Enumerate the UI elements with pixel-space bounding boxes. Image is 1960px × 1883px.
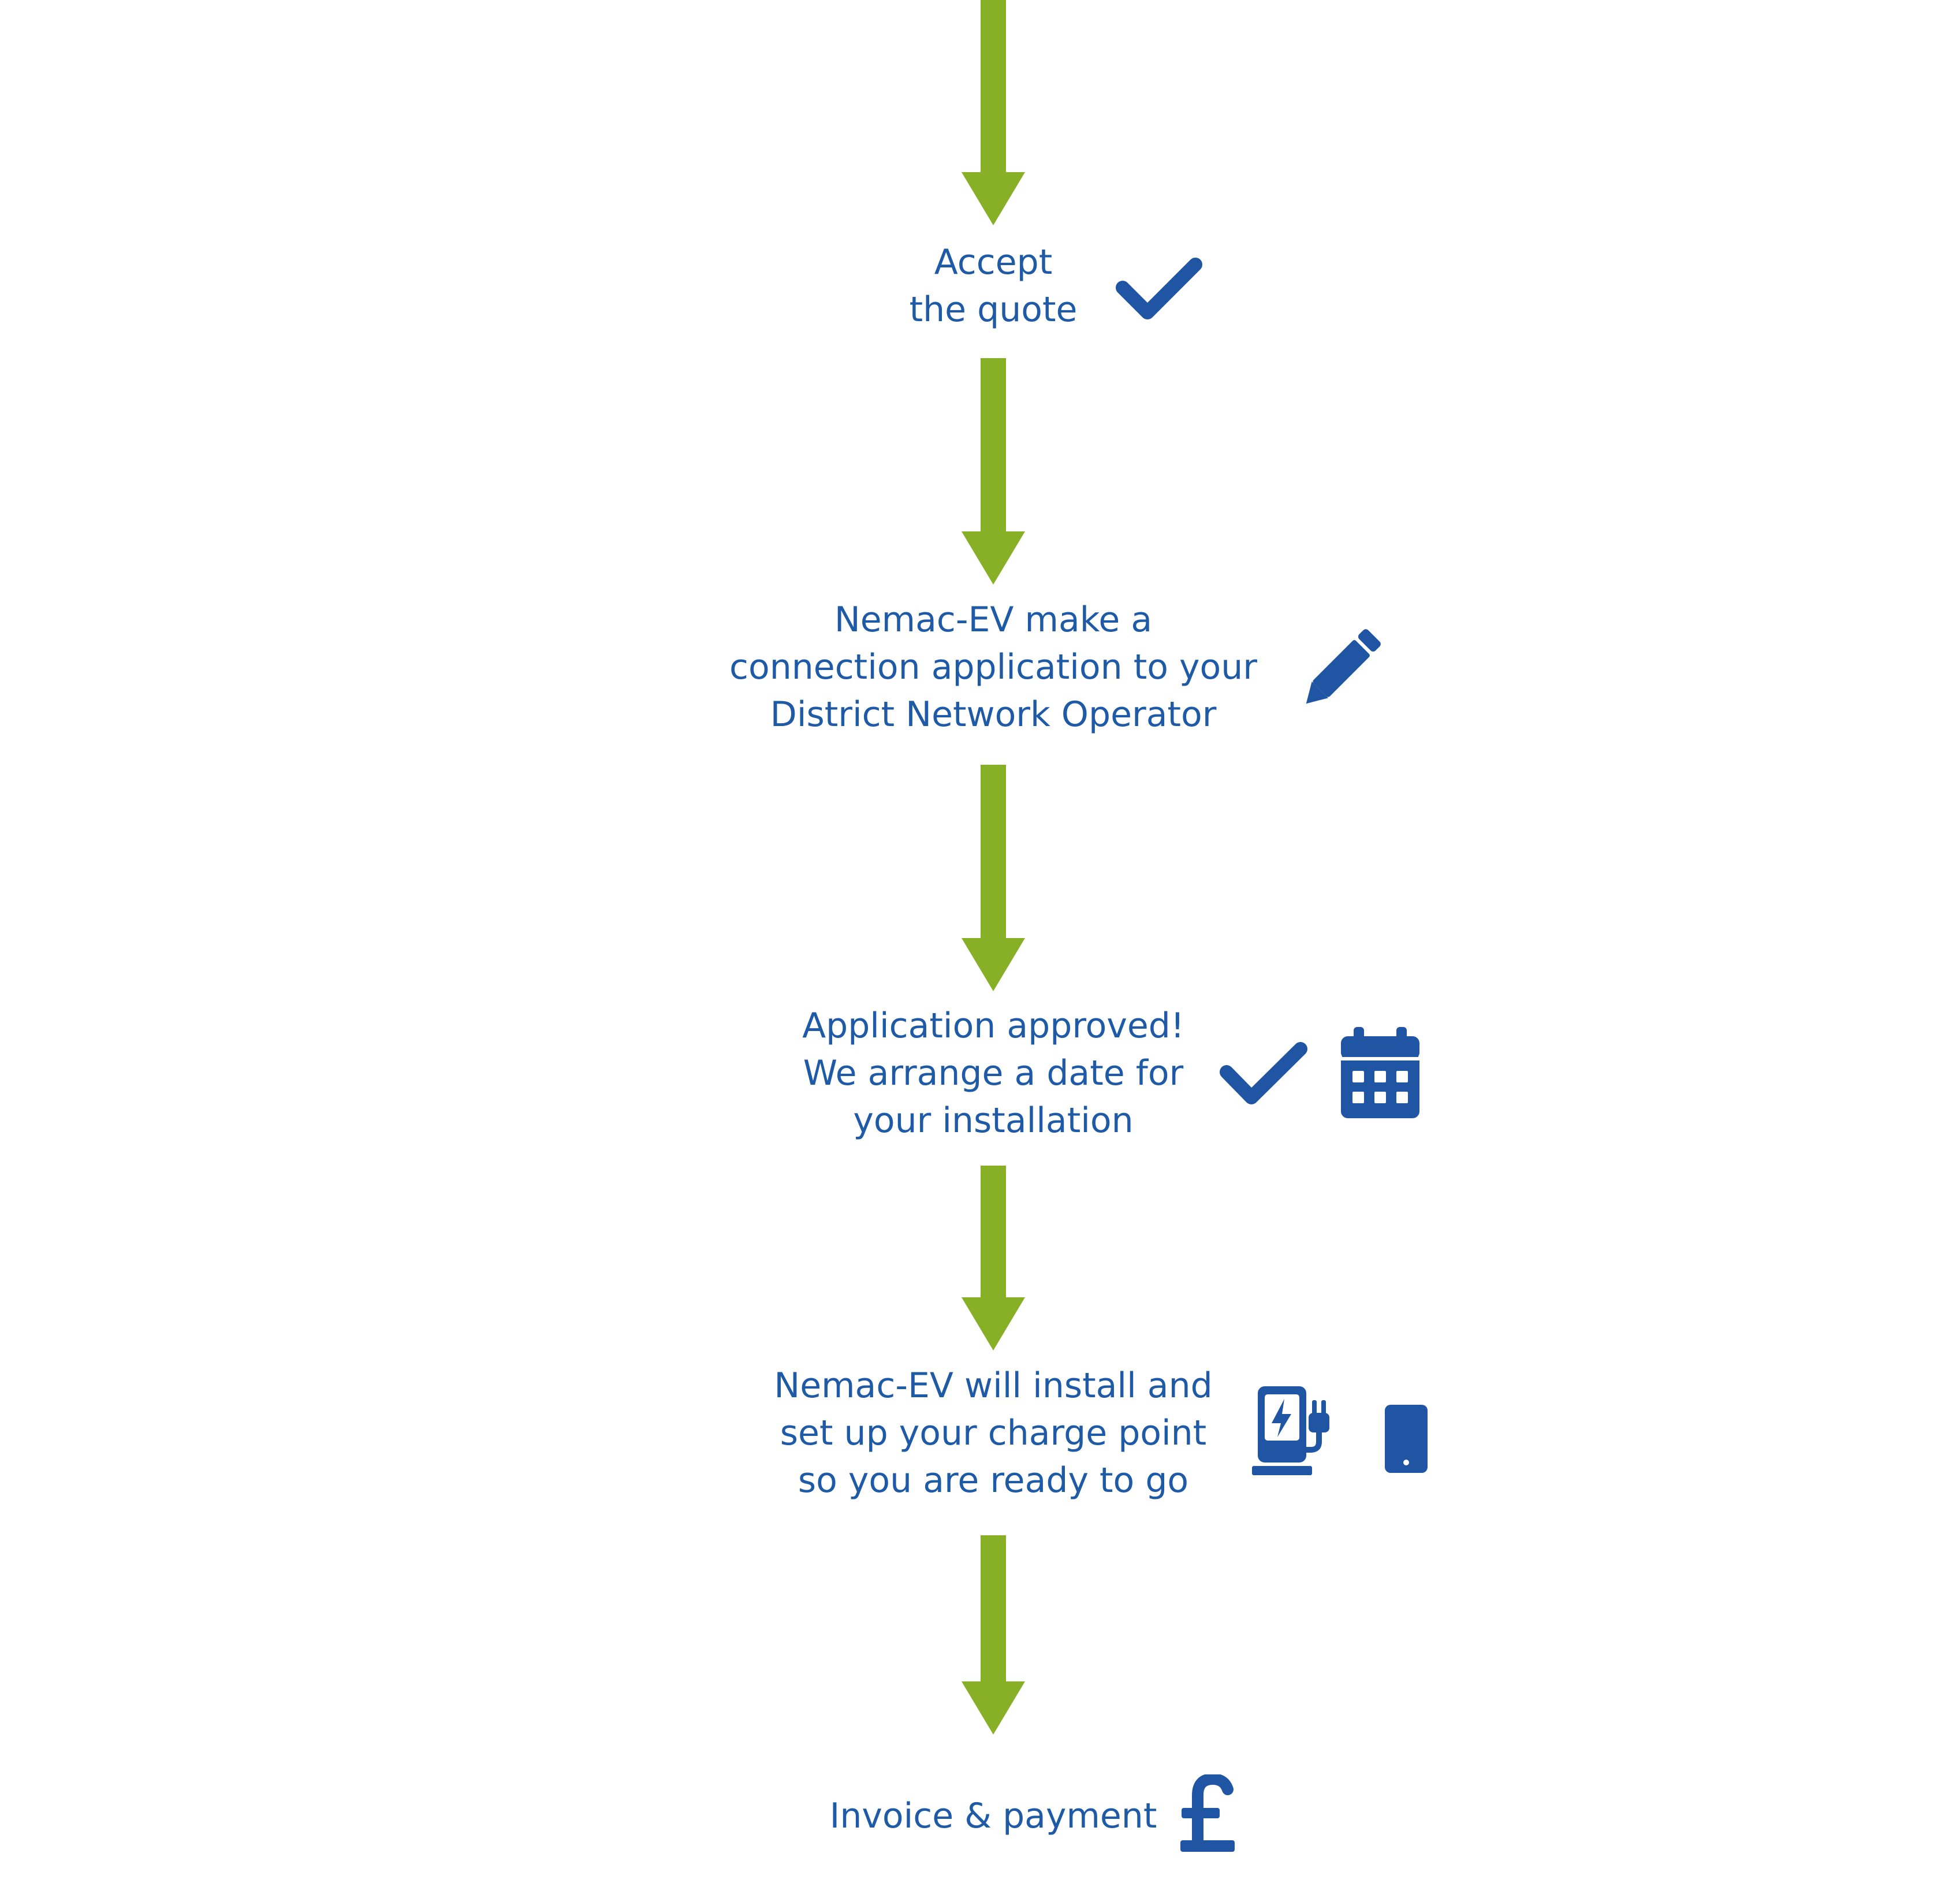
pound-icon (1179, 1774, 1237, 1852)
step-application-approved: Application approved! We arrange a date … (627, 1002, 1360, 1144)
step-text-line: set up your charge point (780, 1413, 1207, 1453)
flow-arrow-5 (962, 1535, 1025, 1735)
flow-arrow-2 (962, 358, 1025, 585)
flow-arrow-4 (962, 1166, 1025, 1350)
flow-arrow-1 (962, 0, 1025, 225)
pencil-icon (1294, 621, 1391, 715)
check-icon (1115, 254, 1204, 322)
step-text-line: connection application to your (729, 647, 1257, 687)
step-text-line: Nemac-EV make a (834, 600, 1153, 640)
calendar-icon (1341, 1027, 1419, 1118)
flow-arrow-3 (962, 765, 1025, 991)
step-text-line: Accept (934, 242, 1053, 282)
step-text-line: Application approved! (802, 1006, 1184, 1046)
step-text-line: your installation (853, 1100, 1134, 1141)
step-accept-quote: Accept the quote (627, 239, 1360, 333)
mobile-phone-icon (1385, 1405, 1428, 1473)
step-invoice-payment: Invoice & payment (627, 1792, 1360, 1840)
step-text-line: so you are ready to go (798, 1460, 1189, 1501)
step-text-line: We arrange a date for (803, 1053, 1184, 1093)
check-icon (1219, 1039, 1310, 1108)
ev-charger-icon (1252, 1386, 1356, 1476)
step-connection-application: Nemac-EV make a connection application t… (627, 596, 1360, 738)
step-text-line: Invoice & payment (829, 1796, 1157, 1836)
step-text-line: District Network Operator (770, 694, 1217, 735)
step-text-line: the quote (909, 289, 1078, 330)
step-install-charge-point: Nemac-EV will install and set up your ch… (627, 1362, 1360, 1504)
step-text-line: Nemac-EV will install and (774, 1365, 1213, 1406)
